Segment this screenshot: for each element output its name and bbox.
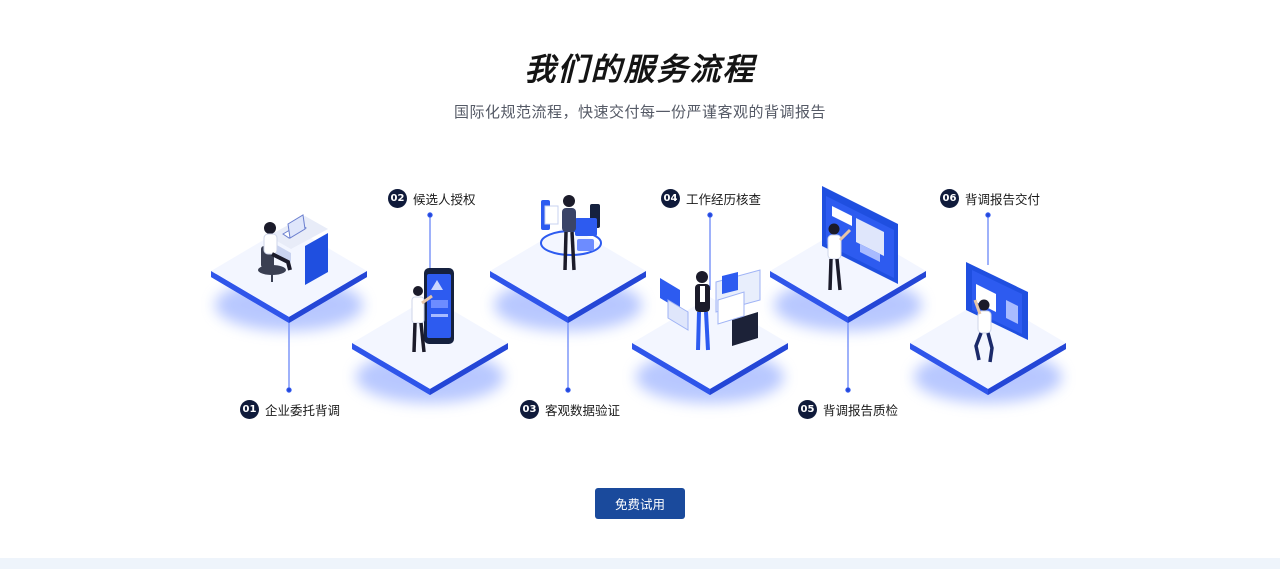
step-06-label: 背调报告交付 <box>965 192 1041 207</box>
step-03-number: 03 <box>520 400 539 419</box>
data-verification-icon <box>540 195 602 271</box>
step-01-label: 企业委托背调 <box>265 403 341 418</box>
platform-step-03 <box>490 225 646 331</box>
desk-worker-icon <box>258 214 328 285</box>
step-01: 01 企业委托背调 <box>240 400 340 419</box>
step-06-number: 06 <box>940 189 959 208</box>
step-04-label: 工作经历核查 <box>686 192 762 207</box>
step-02-number: 02 <box>388 189 407 208</box>
report-delivery-icon <box>966 262 1028 363</box>
work-history-check-icon <box>660 269 761 351</box>
step-03: 03 客观数据验证 <box>520 400 620 419</box>
section-title: 我们的服务流程 <box>524 52 756 88</box>
step-01-number: 01 <box>240 400 259 419</box>
free-trial-button[interactable]: 免费试用 <box>595 488 685 519</box>
step-05-label: 背调报告质检 <box>823 403 899 418</box>
step-02-label: 候选人授权 <box>413 192 476 207</box>
section-subtitle: 国际化规范流程，快速交付每一份严谨客观的背调报告 <box>453 103 826 121</box>
footer-strip <box>0 558 1280 569</box>
platform-step-04 <box>632 297 788 403</box>
step-04: 04 工作经历核查 <box>661 189 761 208</box>
step-05: 05 背调报告质检 <box>798 400 898 419</box>
step-04-number: 04 <box>661 189 680 208</box>
step-03-label: 客观数据验证 <box>545 403 621 418</box>
step-02: 02 候选人授权 <box>388 189 476 208</box>
quality-inspection-icon <box>822 186 898 291</box>
step-05-number: 05 <box>798 400 817 419</box>
phone-authorization-icon <box>411 268 454 353</box>
step-06: 06 背调报告交付 <box>940 189 1040 208</box>
